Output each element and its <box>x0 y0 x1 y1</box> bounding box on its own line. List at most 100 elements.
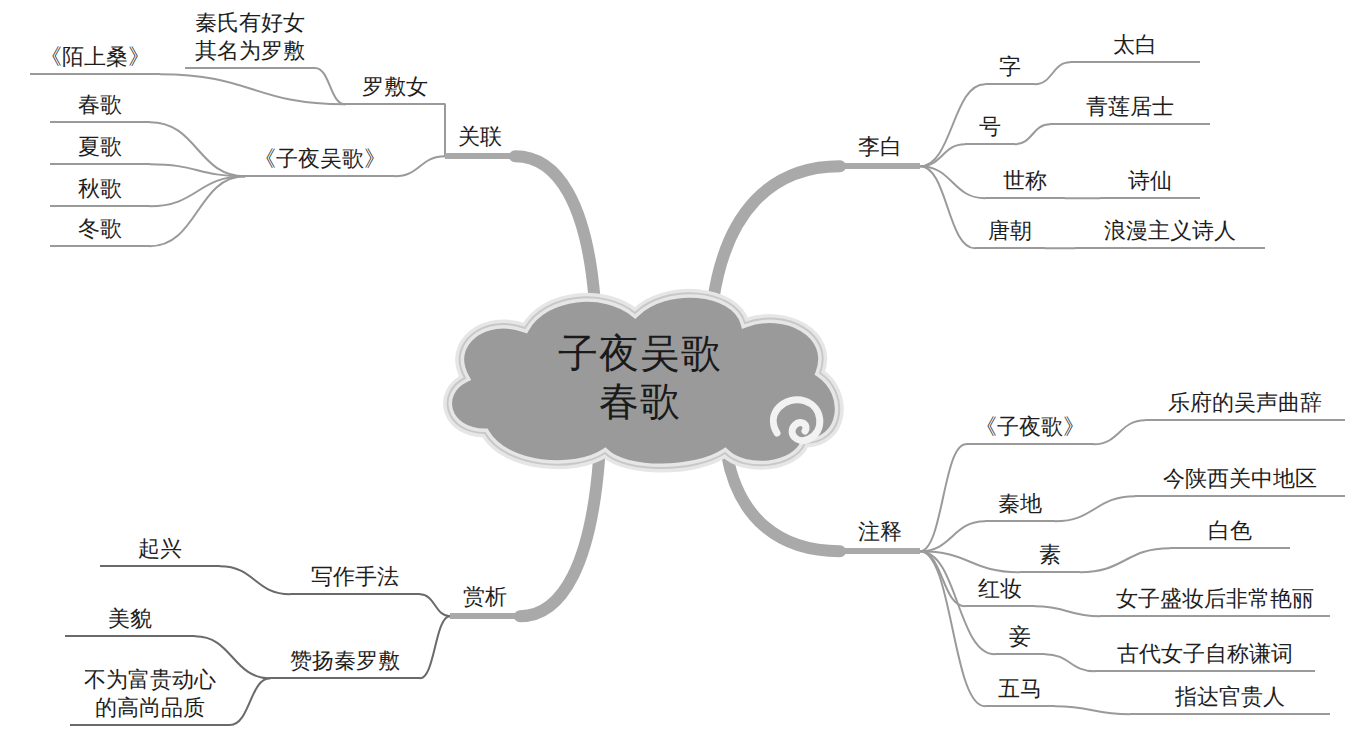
sub-topic: 五马 <box>985 673 1055 708</box>
sub-branch <box>920 144 965 166</box>
topic-text: 关联 <box>449 123 511 151</box>
topic-text: 女子盛妆后非常艳丽 <box>1104 585 1326 613</box>
sub-topic: 起兴 <box>100 533 220 568</box>
topic-text: 秦氏有好女 其名为罗敷 <box>189 9 311 64</box>
sub-topic: 不为富贵动心 的高尚品质 <box>70 664 230 726</box>
sub-branch <box>1045 247 1075 249</box>
topic-text: 号 <box>969 113 1011 141</box>
sub-branch <box>150 176 245 246</box>
topic-text: 子夜吴歌 春歌 <box>550 330 730 426</box>
sub-topic: 妾 <box>995 621 1045 656</box>
topic-text: 《子夜吴歌》 <box>249 145 391 173</box>
sub-topic: 写作手法 <box>290 561 420 596</box>
sub-branch <box>1065 197 1100 199</box>
sub-branch <box>230 678 270 725</box>
sub-branch <box>1035 62 1070 84</box>
sub-topic: 秦氏有好女 其名为罗敷 <box>185 7 315 69</box>
sub-branch <box>1045 654 1095 671</box>
sub-topic: 青莲居士 <box>1050 91 1210 126</box>
topic-text: 《陌上桑》 <box>34 43 156 71</box>
sub-branch <box>1035 606 1100 616</box>
sub-branch <box>420 594 450 616</box>
sub-branch <box>1055 706 1130 714</box>
topic-text: 红妆 <box>969 575 1031 603</box>
topic-text: 今陕西关中地区 <box>1139 465 1341 493</box>
sub-topic: 赞扬秦罗敷 <box>270 645 420 680</box>
topic-text: 赞扬秦罗敷 <box>274 647 416 675</box>
topic-text: 秋歌 <box>54 175 146 203</box>
sub-topic: 唐朝 <box>975 215 1045 250</box>
topic-text: 白色 <box>1174 517 1286 545</box>
sub-topic: 字 <box>985 51 1035 86</box>
sub-topic: 太白 <box>1070 29 1200 64</box>
sub-topic: 今陕西关中地区 <box>1135 463 1345 498</box>
sub-branch <box>1055 496 1135 521</box>
sub-topic: 夏歌 <box>50 131 150 166</box>
sub-topic: 浪漫主义诗人 <box>1075 215 1265 250</box>
sub-branch <box>1015 124 1050 144</box>
sub-branch <box>920 521 985 551</box>
topic-text: 写作手法 <box>294 563 416 591</box>
sub-branch <box>920 84 985 166</box>
topic-text: 指达官贵人 <box>1134 683 1326 711</box>
sub-topic: 诗仙 <box>1100 165 1200 200</box>
sub-topic: 秦地 <box>985 488 1055 523</box>
sub-branch <box>160 74 345 104</box>
sub-branch <box>920 551 965 606</box>
sub-topic: 《陌上桑》 <box>30 41 160 76</box>
topic-text: 诗仙 <box>1104 167 1196 195</box>
sub-topic: 《子夜歌》 <box>966 411 1094 446</box>
sub-branch <box>315 68 345 104</box>
topic-text: 夏歌 <box>54 133 146 161</box>
sub-topic: 古代女子自称谦词 <box>1095 638 1315 673</box>
main-branch-topic: 关联 <box>445 121 515 160</box>
sub-branch <box>150 176 245 206</box>
topic-text: 妾 <box>999 623 1041 651</box>
main-branch-topic: 李白 <box>840 131 920 170</box>
sub-branch <box>1080 548 1170 572</box>
sub-topic: 号 <box>965 111 1015 146</box>
topic-text: 春歌 <box>54 91 146 119</box>
sub-topic: 指达官贵人 <box>1130 681 1330 716</box>
topic-text: 起兴 <box>104 535 216 563</box>
topic-text: 冬歌 <box>54 215 146 243</box>
sub-topic: 冬歌 <box>50 213 150 248</box>
sub-topic: 白色 <box>1170 515 1290 550</box>
topic-text: 不为富贵动心 的高尚品质 <box>74 666 226 721</box>
sub-topic: 素 <box>1020 539 1080 574</box>
sub-branch <box>150 164 245 176</box>
topic-text: 世称 <box>989 167 1061 195</box>
sub-branch <box>920 444 966 551</box>
topic-text: 字 <box>989 53 1031 81</box>
main-branch-topic: 注释 <box>840 516 920 555</box>
topic-text: 美貌 <box>69 605 191 633</box>
topic-text: 秦地 <box>989 490 1051 518</box>
sub-branch <box>920 551 995 654</box>
sub-branch <box>1094 420 1145 444</box>
sub-topic: 美貌 <box>65 603 195 638</box>
main-branch-topic: 赏析 <box>450 581 520 620</box>
sub-topic: 罗敷女 <box>345 71 445 106</box>
topic-text: 青莲居士 <box>1054 93 1206 121</box>
topic-text: 太白 <box>1074 31 1196 59</box>
topic-text: 《子夜歌》 <box>970 413 1090 441</box>
topic-text: 赏析 <box>454 583 516 611</box>
main-branch <box>520 459 599 616</box>
main-branch <box>515 156 594 297</box>
sub-topic: 秋歌 <box>50 173 150 208</box>
cloud-shape <box>425 283 855 473</box>
sub-topic: 乐府的吴声曲辞 <box>1145 387 1345 422</box>
main-branch <box>713 166 840 300</box>
topic-text: 古代女子自称谦词 <box>1099 640 1311 668</box>
topic-text: 李白 <box>844 133 916 161</box>
sub-branch <box>920 166 975 248</box>
sub-topic: 《子夜吴歌》 <box>245 143 395 178</box>
sub-branch <box>420 616 450 678</box>
topic-text: 浪漫主义诗人 <box>1079 217 1261 245</box>
sub-branch <box>220 566 290 594</box>
sub-topic: 春歌 <box>50 89 150 124</box>
sub-branch <box>150 122 245 176</box>
topic-text: 注释 <box>844 518 916 546</box>
sub-branch <box>920 551 985 706</box>
